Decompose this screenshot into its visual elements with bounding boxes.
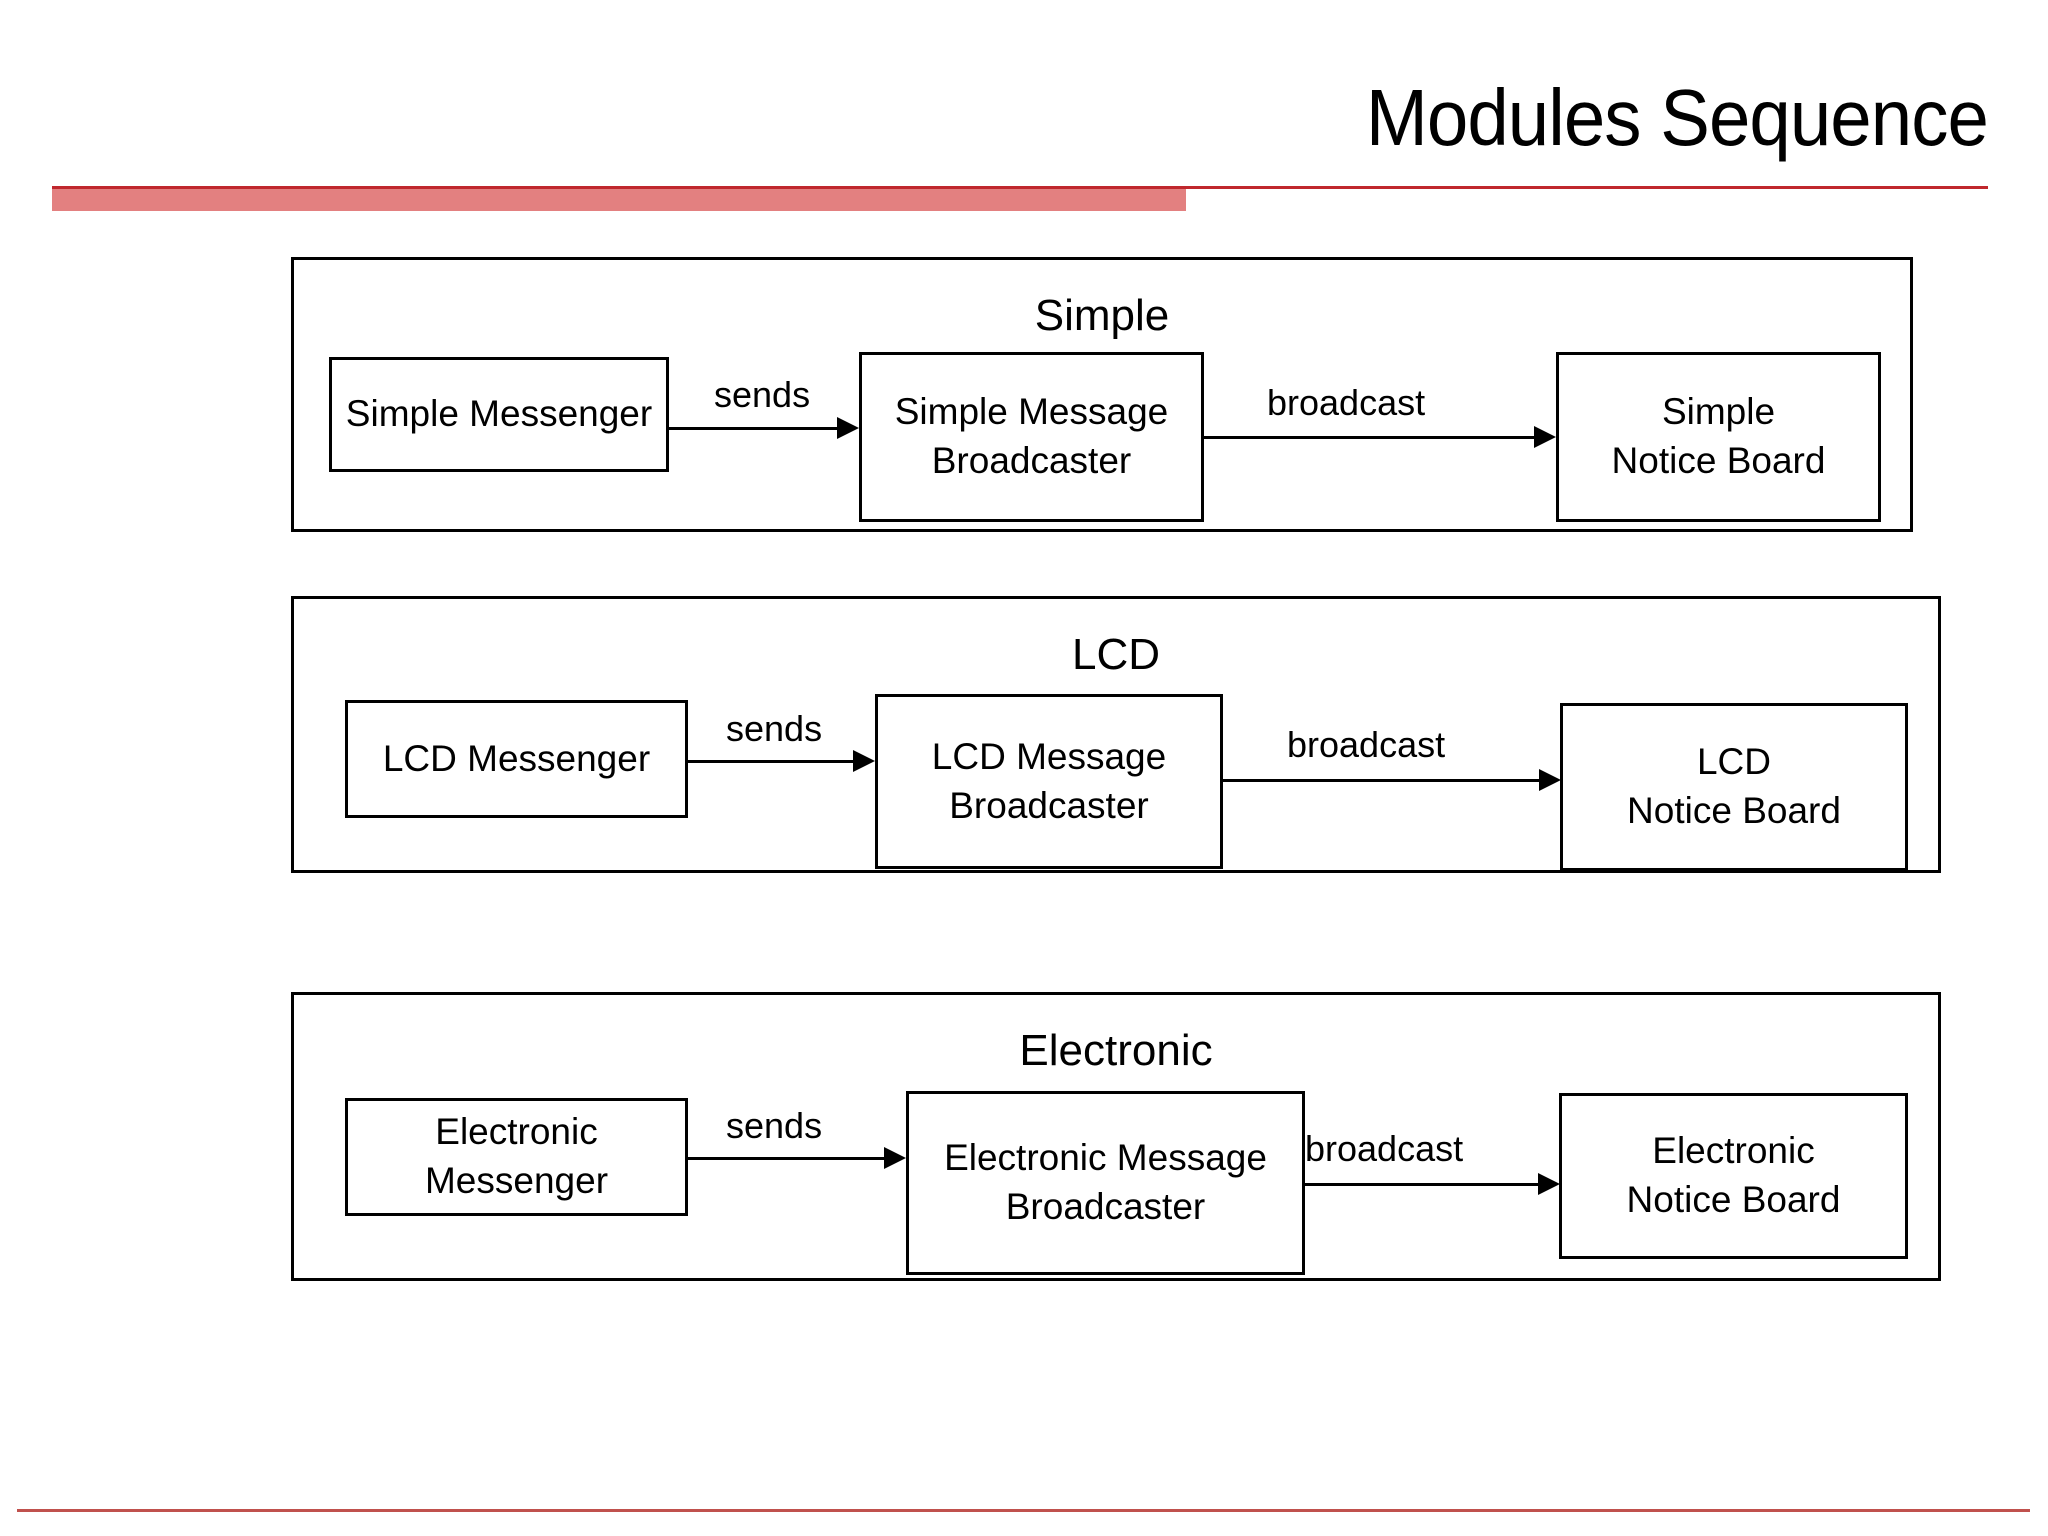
arrow-head-electronic-broadcast xyxy=(1538,1173,1560,1195)
node-label-line: Simple xyxy=(1661,391,1776,433)
group-title-lcd: LCD xyxy=(1071,630,1161,679)
title-rule-thin xyxy=(52,186,1988,189)
node-lcd-notice-board[interactable]: LCD Notice Board xyxy=(1560,703,1908,871)
arrow-label-lcd-sends: sends xyxy=(726,708,823,749)
arrow-label-lcd-broadcast: broadcast xyxy=(1287,724,1446,765)
arrow-shaft-simple-sends xyxy=(669,427,837,430)
arrow-head-electronic-sends xyxy=(884,1147,906,1169)
node-label-line: Simple Messenger xyxy=(345,393,653,435)
group-title-simple: Simple xyxy=(1034,291,1170,340)
node-label-line: Broadcaster xyxy=(949,784,1149,826)
node-label-line: Simple Message xyxy=(894,391,1169,433)
node-label-line: Electronic xyxy=(435,1111,598,1153)
arrow-head-simple-sends xyxy=(837,417,859,439)
node-simple-messenger[interactable]: Simple Messenger xyxy=(329,357,669,472)
arrow-shaft-simple-broadcast xyxy=(1204,436,1534,439)
node-label-line: LCD Messenger xyxy=(382,737,651,779)
group-electronic: Electronic Electronic Messenger Electron… xyxy=(291,992,1941,1281)
page-title: Modules Sequence xyxy=(1365,73,1989,162)
footer-rule xyxy=(17,1509,2030,1512)
node-label-line: Broadcaster xyxy=(1005,1186,1206,1227)
node-label-line: Notice Board xyxy=(1611,440,1826,481)
node-lcd-message-broadcaster[interactable]: LCD Message Broadcaster xyxy=(875,694,1223,869)
group-simple: Simple Simple Messenger Simple Message B… xyxy=(291,257,1913,532)
node-label-line: LCD Message xyxy=(931,735,1167,777)
arrow-shaft-electronic-sends xyxy=(688,1157,884,1160)
node-label-line: Broadcaster xyxy=(931,440,1132,481)
arrow-shaft-electronic-broadcast xyxy=(1305,1183,1538,1186)
arrow-head-lcd-broadcast xyxy=(1539,769,1561,791)
arrow-label-simple-broadcast: broadcast xyxy=(1267,382,1426,423)
arrow-label-electronic-sends: sends xyxy=(726,1105,823,1146)
group-title-electronic: Electronic xyxy=(1019,1026,1213,1075)
node-label-line: Electronic xyxy=(1652,1130,1815,1172)
node-label-line: Notice Board xyxy=(1627,790,1841,831)
arrow-shaft-lcd-broadcast xyxy=(1223,779,1539,782)
node-label-line: Notice Board xyxy=(1626,1179,1841,1220)
node-label-line: LCD xyxy=(1696,741,1772,783)
node-electronic-messenger[interactable]: Electronic Messenger xyxy=(345,1098,688,1216)
node-simple-notice-board[interactable]: Simple Notice Board xyxy=(1556,352,1881,522)
arrow-shaft-lcd-sends xyxy=(688,760,853,763)
node-lcd-messenger[interactable]: LCD Messenger xyxy=(345,700,688,818)
arrow-head-lcd-sends xyxy=(853,750,875,772)
node-electronic-message-broadcaster[interactable]: Electronic Message Broadcaster xyxy=(906,1091,1305,1275)
title-rule-thick xyxy=(52,189,1186,211)
group-lcd: LCD LCD Messenger LCD Message Broadcaste… xyxy=(291,596,1941,873)
arrow-label-simple-sends: sends xyxy=(714,374,811,415)
arrow-label-electronic-broadcast: broadcast xyxy=(1305,1128,1464,1169)
node-label-line: Messenger xyxy=(424,1160,609,1201)
node-simple-message-broadcaster[interactable]: Simple Message Broadcaster xyxy=(859,352,1204,522)
node-label-line: Electronic Message xyxy=(944,1137,1267,1179)
arrow-head-simple-broadcast xyxy=(1534,426,1556,448)
node-electronic-notice-board[interactable]: Electronic Notice Board xyxy=(1559,1093,1908,1259)
